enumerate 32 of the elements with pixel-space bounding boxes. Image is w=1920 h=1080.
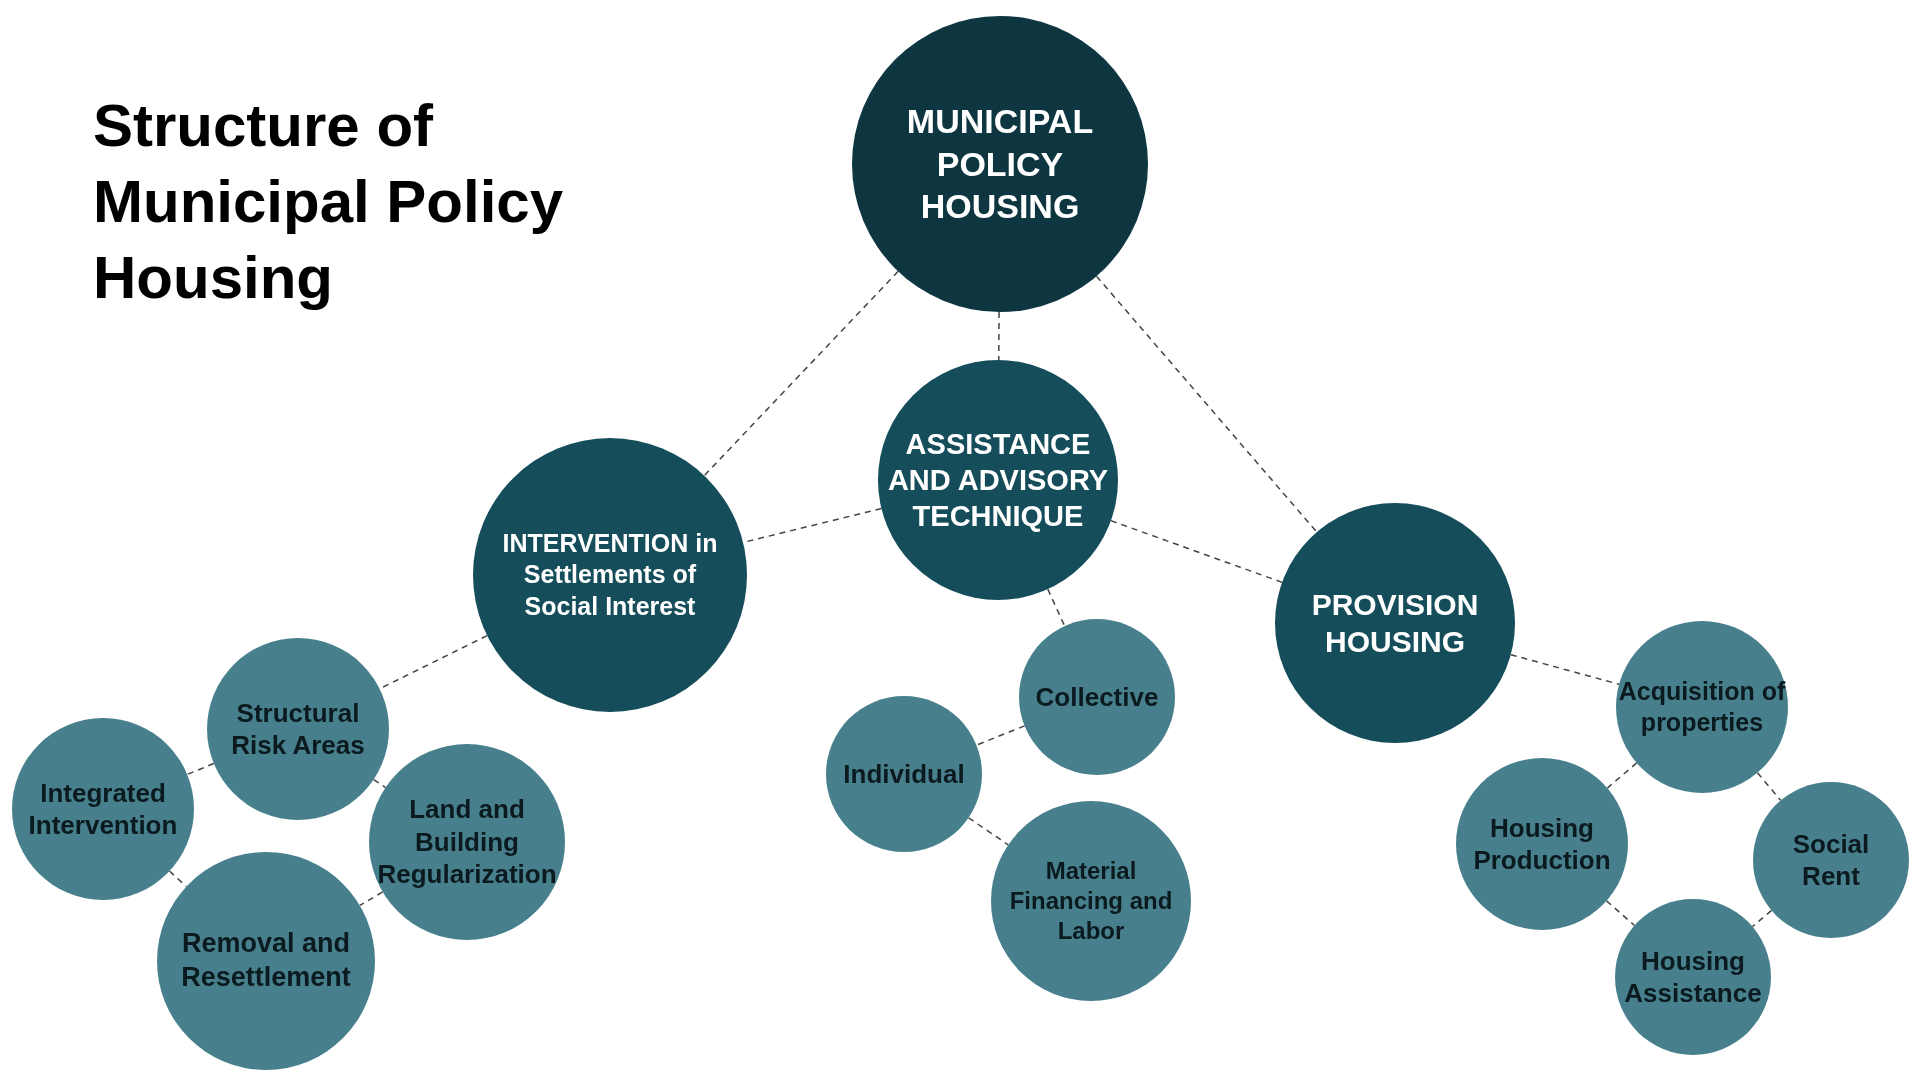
connector-line [1095,275,1318,533]
connector-line [975,725,1026,746]
connector-line [1606,762,1638,789]
node-label: PROVISION HOUSING [1310,586,1480,660]
node-label: Integrated Intervention [27,776,179,842]
connector-line [703,270,899,477]
node-label: Housing Production [1472,811,1612,877]
connector-line [1047,588,1066,627]
node-label: Individual [842,757,966,791]
node-label: Collective [1034,680,1160,714]
node-label: Material Financing and Labor [1008,856,1174,946]
node-label: INTERVENTION in Settlements of Social Interest [501,528,719,622]
node-label: MUNICIPAL POLICY HOUSING [905,101,1095,228]
node-label: Housing Assistance [1623,944,1763,1010]
node-label: Social Rent [1791,827,1871,893]
connector-line [168,870,188,888]
connector-line [1605,900,1636,927]
connector-line [1756,772,1782,802]
connector-line [359,891,384,907]
connector-line [186,762,215,776]
connector-line [1751,909,1773,928]
node-label: Removal and Resettlement [180,927,352,994]
node-label: Acquisition of properties [1617,675,1787,738]
connector-line [1510,653,1620,686]
connector-line [998,311,1000,361]
connector-line [967,817,1009,846]
node-label: Structural Risk Areas [230,696,366,762]
node-label: ASSISTANCE AND ADVISORY TECHNIQUE [886,426,1110,535]
connector-line [1110,519,1283,584]
diagram-title: Structure of Municipal Policy Housing [93,91,565,314]
node-label: Land and Building Regularization [376,793,558,891]
connector-line [372,778,387,789]
